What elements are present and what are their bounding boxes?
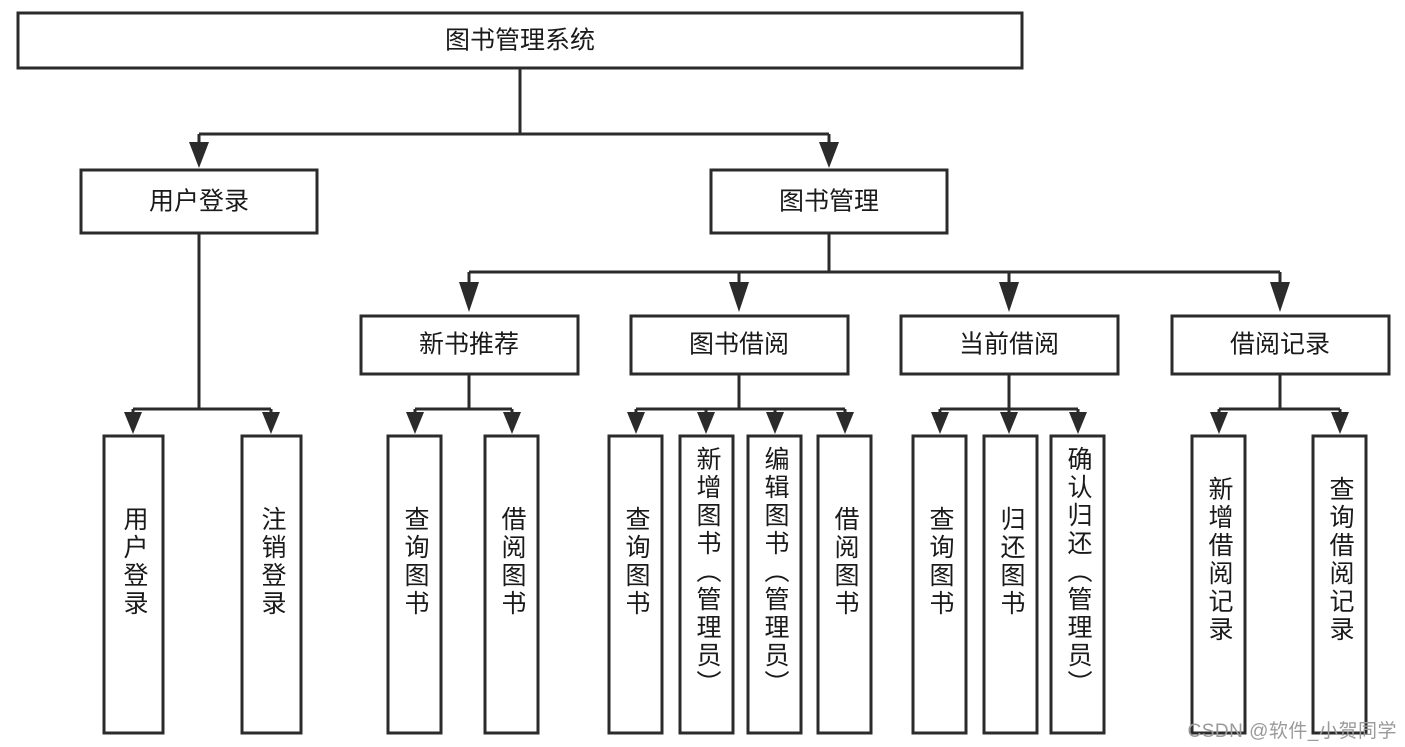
new-book-recommend-label: 新书推荐 [419,331,519,359]
arrow-to-book-mgmt [819,142,839,168]
arrow-to-leaf-return-book [1000,412,1018,434]
leaf-box-logout[interactable] [240,434,303,735]
arrow-to-new-book-rec [459,282,479,312]
leaf-box-add-record[interactable] [1190,434,1247,735]
connector-group-root-to-level2 [189,68,839,168]
root-label: 图书管理系统 [445,27,595,55]
arrow-to-leaf-query-book-b [627,412,645,434]
node-book-management[interactable]: 图书管理 [709,168,949,235]
connector-group-new-book-rec-to-leaves [406,374,521,434]
book-borrow-label: 图书借阅 [689,331,789,359]
node-borrow-record[interactable]: 借阅记录 [1170,314,1391,376]
arrow-to-leaf-confirm-return [1069,412,1087,434]
arrow-to-leaf-logout [262,412,280,434]
leaf-boxes-group [102,434,1368,735]
node-user-login[interactable]: 用户登录 [79,168,319,235]
current-borrow-label: 当前借阅 [959,331,1059,359]
connector-group-book-borrow-to-leaves [627,374,854,434]
leaf-box-query-record[interactable] [1311,434,1368,735]
user-login-box[interactable] [79,168,319,235]
connector-group-user-login-to-leaves [124,233,280,434]
arrow-to-leaf-edit-book [766,412,784,434]
arrow-to-book-borrow [729,282,749,312]
root-box[interactable] [16,11,1024,70]
arrow-to-leaf-query-record [1331,412,1349,434]
leaf-box-confirm-return[interactable] [1049,434,1106,735]
book-borrow-box[interactable] [629,314,850,376]
arrow-to-leaf-borrow-book-a [503,412,521,434]
arrow-to-borrow-record [1270,282,1290,312]
leaf-box-query-book-a[interactable] [386,434,443,735]
current-borrow-box[interactable] [899,314,1120,376]
leaf-box-return-book[interactable] [982,434,1039,735]
leaf-box-borrow-book-a[interactable] [483,434,540,735]
node-root-system[interactable]: 图书管理系统 [16,11,1024,70]
leaf-box-borrow-book-b[interactable] [816,434,873,735]
leaf-box-query-book-c[interactable] [911,434,968,735]
node-new-book-recommend[interactable]: 新书推荐 [359,314,580,376]
borrow-record-label: 借阅记录 [1230,331,1330,359]
leaf-box-user-login[interactable] [102,434,165,735]
borrow-record-box[interactable] [1170,314,1391,376]
arrow-to-leaf-user-login [124,412,142,434]
leaf-box-edit-book[interactable] [746,434,803,735]
node-current-borrow[interactable]: 当前借阅 [899,314,1120,376]
user-login-label: 用户登录 [149,188,249,216]
leaf-box-query-book-b[interactable] [607,434,664,735]
connector-group-borrow-record-to-leaves [1210,374,1349,434]
arrow-to-leaf-add-book [697,412,715,434]
connector-group-book-mgmt-to-level3 [459,233,1290,312]
arrow-to-leaf-query-book-c [931,412,949,434]
new-book-recommend-box[interactable] [359,314,580,376]
connector-group-current-borrow-to-leaves [931,374,1087,434]
arrow-to-user-login [189,142,209,168]
book-management-label: 图书管理 [779,188,879,216]
leaf-box-add-book[interactable] [678,434,735,735]
node-book-borrow[interactable]: 图书借阅 [629,314,850,376]
arrow-to-leaf-add-record [1210,412,1228,434]
arrow-to-leaf-borrow-book-b [836,412,854,434]
book-management-box[interactable] [709,168,949,235]
csdn-watermark: CSDN @软件_小贺同学 [1187,721,1397,742]
arrow-to-leaf-query-book-a [406,412,424,434]
arrow-to-current-borrow [999,282,1019,312]
